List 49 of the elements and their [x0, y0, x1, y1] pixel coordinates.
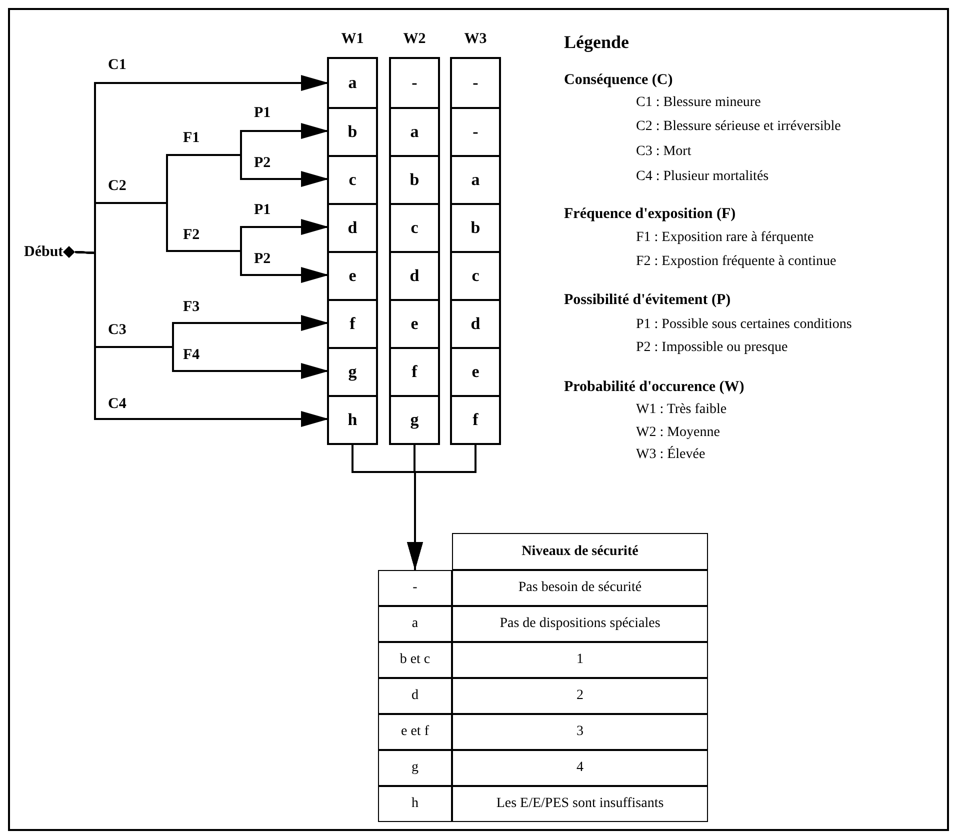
table-cell: 1 — [452, 642, 708, 678]
column-header: W1 — [340, 30, 365, 49]
branch-label: P1 — [254, 201, 271, 219]
table-cell: Les E/E/PES sont insuffisants — [452, 786, 708, 822]
arrow — [407, 445, 476, 570]
legend-heading: Conséquence (C) — [564, 71, 673, 89]
branch-label: P2 — [254, 250, 271, 268]
branch-label: C1 — [108, 56, 126, 74]
table-cell: Pas besoin de sécurité — [452, 570, 708, 606]
branch-label: F3 — [183, 298, 200, 316]
legend-heading: Fréquence d'exposition (F) — [564, 205, 736, 223]
table-cell: e et f — [378, 714, 452, 750]
legend-title: Légende — [564, 33, 629, 51]
legend-entry: C4 : Plusieur mortalités — [636, 168, 769, 186]
branch-label: P2 — [254, 154, 271, 172]
legend-entry: C3 : Mort — [636, 143, 692, 161]
branch-label: C3 — [108, 321, 126, 339]
table-cell: 4 — [452, 750, 708, 786]
start-label: Début — [24, 244, 64, 260]
legend-entry: W3 : Élevée — [636, 446, 706, 464]
legend-entry: P1 : Possible sous certaines conditions — [636, 316, 852, 334]
legend-entry: C2 : Blessure sérieuse et irréversible — [636, 118, 841, 136]
branch-label: C2 — [108, 177, 126, 195]
branch-label: C4 — [108, 395, 126, 413]
table-cell: Pas de dispositions spéciales — [452, 606, 708, 642]
table-header: Niveaux de sécurité — [452, 533, 708, 570]
branch-label: F2 — [183, 226, 200, 244]
table-cell: g — [378, 750, 452, 786]
legend-heading: Probabilité d'occurence (W) — [564, 378, 744, 396]
branch-label: F4 — [183, 346, 200, 364]
table-cell: d — [378, 678, 452, 714]
table-cell: b et c — [378, 642, 452, 678]
legend-entry: C1 : Blessure mineure — [636, 94, 761, 112]
legend-entry: P2 : Impossible ou presque — [636, 339, 788, 357]
table-cell: a — [378, 606, 452, 642]
column-header: W2 — [402, 30, 427, 49]
legend-entry: W2 : Moyenne — [636, 424, 720, 442]
table-cell: - — [378, 570, 452, 606]
table-cell: h — [378, 786, 452, 822]
table-cell: 2 — [452, 678, 708, 714]
arrow — [75, 251, 329, 427]
column-header: W3 — [463, 30, 488, 49]
legend-heading: Possibilité d'évitement (P) — [564, 291, 731, 309]
legend-entry: F2 : Expostion fréquente à continue — [636, 253, 836, 271]
legend-entry: W1 : Très faible — [636, 401, 727, 419]
branch-label: P1 — [254, 104, 271, 122]
table-cell: 3 — [452, 714, 708, 750]
legend-entry: F1 : Exposition rare à férquente — [636, 229, 814, 247]
branch-label: F1 — [183, 129, 200, 147]
